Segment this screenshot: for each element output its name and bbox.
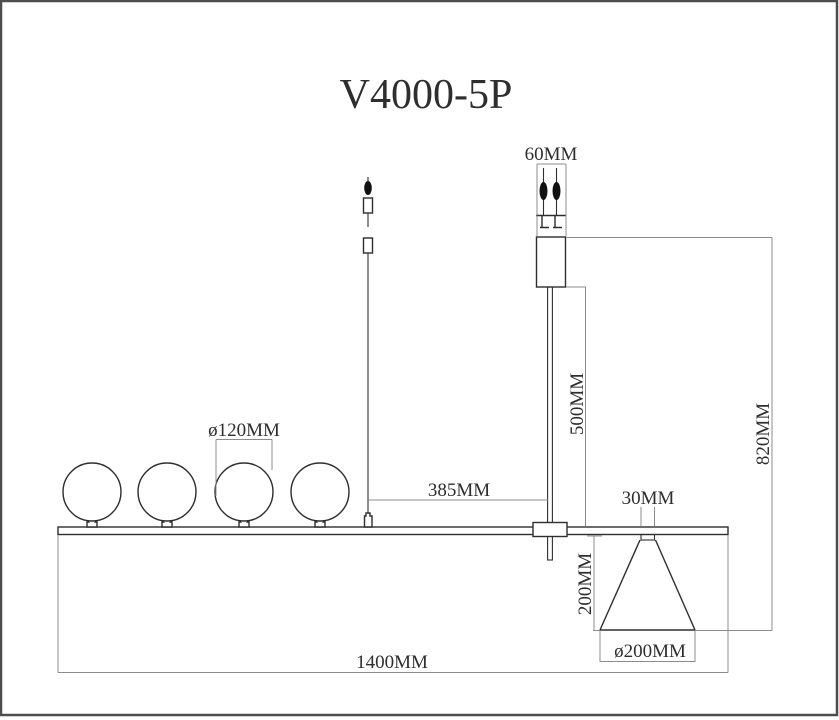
bracket-hook-right: [553, 215, 562, 229]
dim-shade-neck-lines: [640, 507, 655, 526]
dim-label-fixture-length: 1400MM: [356, 652, 428, 673]
globe-3-sphere: [214, 462, 274, 522]
globe-shades: [62, 462, 350, 528]
bracket-hook-left: [540, 215, 549, 229]
suspension-cable-assembly: [362, 177, 374, 528]
globe-4-sphere: [290, 462, 350, 522]
cable-bar-grip: [363, 512, 373, 528]
mount-bolt-right-head: [552, 182, 561, 200]
drawing-title: V4000-5P: [340, 72, 513, 118]
cable-top-screw: [364, 181, 372, 195]
dim-overall-drop: 820MM: [566, 237, 774, 631]
globe-2-sphere: [137, 462, 197, 522]
cone-neck: [640, 533, 656, 541]
globe-4: [290, 462, 350, 528]
fixture-bar: [57, 526, 729, 536]
dim-shade-height: 200MM: [575, 535, 602, 631]
dim-cable-rod-offset: 385MM: [368, 480, 548, 501]
ceiling-mount-assembly: [535, 168, 567, 288]
dim-fixture-length-lines: [57, 535, 729, 673]
dim-label-overall-drop: 820MM: [753, 403, 774, 465]
dim-label-shade-diameter: ø200MM: [614, 641, 686, 662]
mount-bolt-left-head: [539, 182, 548, 200]
cone-body: [599, 539, 696, 631]
dim-label-rod-length: 500MM: [567, 373, 588, 435]
globe-2: [137, 462, 197, 528]
globe-1: [62, 462, 122, 528]
dim-shade-height-lines: [587, 535, 602, 631]
dim-canopy-width: 60MM: [525, 144, 578, 236]
dim-globe-diameter-lines: [215, 439, 273, 496]
globe-3: [214, 462, 274, 528]
dim-overall-drop-lines: [566, 237, 773, 631]
dim-rod-length: 500MM: [566, 286, 588, 526]
dim-shade-diameter-lines: [599, 631, 696, 662]
dim-label-shade-neck: 30MM: [622, 488, 675, 509]
globe-1-sphere: [62, 462, 122, 522]
dim-shade-neck: 30MM: [622, 488, 675, 526]
dim-rod-length-lines: [566, 286, 586, 526]
dim-label-canopy-width: 60MM: [525, 144, 578, 165]
dim-label-cable-rod-offset: 385MM: [428, 480, 490, 501]
dim-globe-diameter: ø120MM: [208, 420, 280, 496]
dim-canopy-width-lines: [536, 163, 567, 236]
support-rod: [547, 286, 553, 561]
dim-shade-diameter: ø200MM: [599, 631, 696, 662]
dim-label-shade-height: 200MM: [575, 553, 596, 615]
ceiling-canopy: [535, 236, 567, 288]
cable-lower-connector: [362, 237, 374, 254]
cone-shade: [599, 533, 696, 631]
dim-fixture-length: 1400MM: [57, 535, 729, 673]
rod-bar-connector-block: [532, 521, 568, 538]
dim-label-globe-diameter: ø120MM: [208, 420, 280, 441]
cable-upper-connector: [362, 197, 374, 214]
